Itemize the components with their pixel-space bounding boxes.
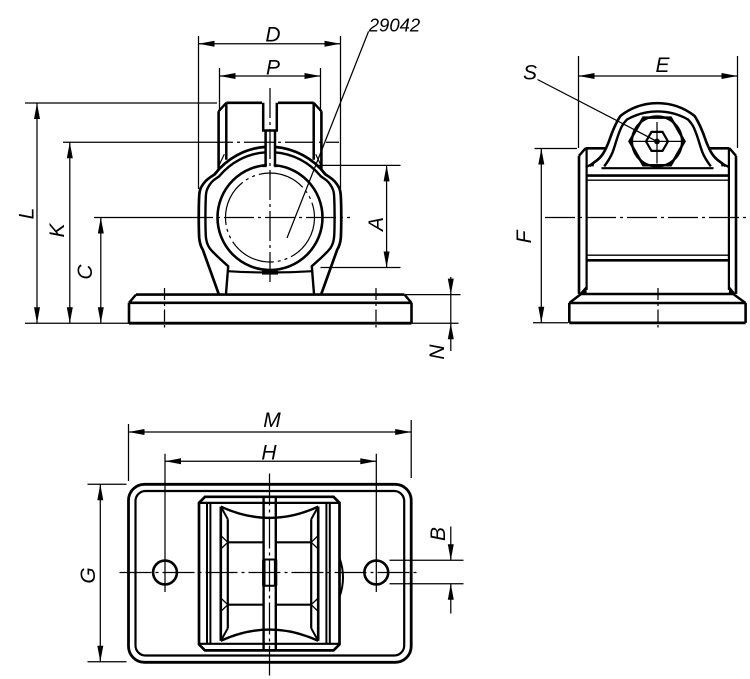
svg-text:P: P	[266, 56, 280, 79]
svg-text:B: B	[427, 527, 450, 541]
svg-text:D: D	[265, 24, 280, 47]
svg-text:H: H	[261, 442, 277, 465]
svg-text:M: M	[263, 409, 281, 432]
svg-text:L: L	[16, 208, 39, 220]
svg-text:N: N	[426, 344, 449, 360]
svg-text:C: C	[74, 264, 97, 280]
svg-text:E: E	[655, 54, 670, 77]
svg-text:29042: 29042	[368, 15, 421, 36]
svg-text:F: F	[513, 229, 536, 243]
svg-text:G: G	[77, 567, 100, 583]
svg-text:S: S	[523, 62, 537, 85]
svg-text:A: A	[365, 217, 388, 233]
svg-text:K: K	[46, 223, 69, 238]
